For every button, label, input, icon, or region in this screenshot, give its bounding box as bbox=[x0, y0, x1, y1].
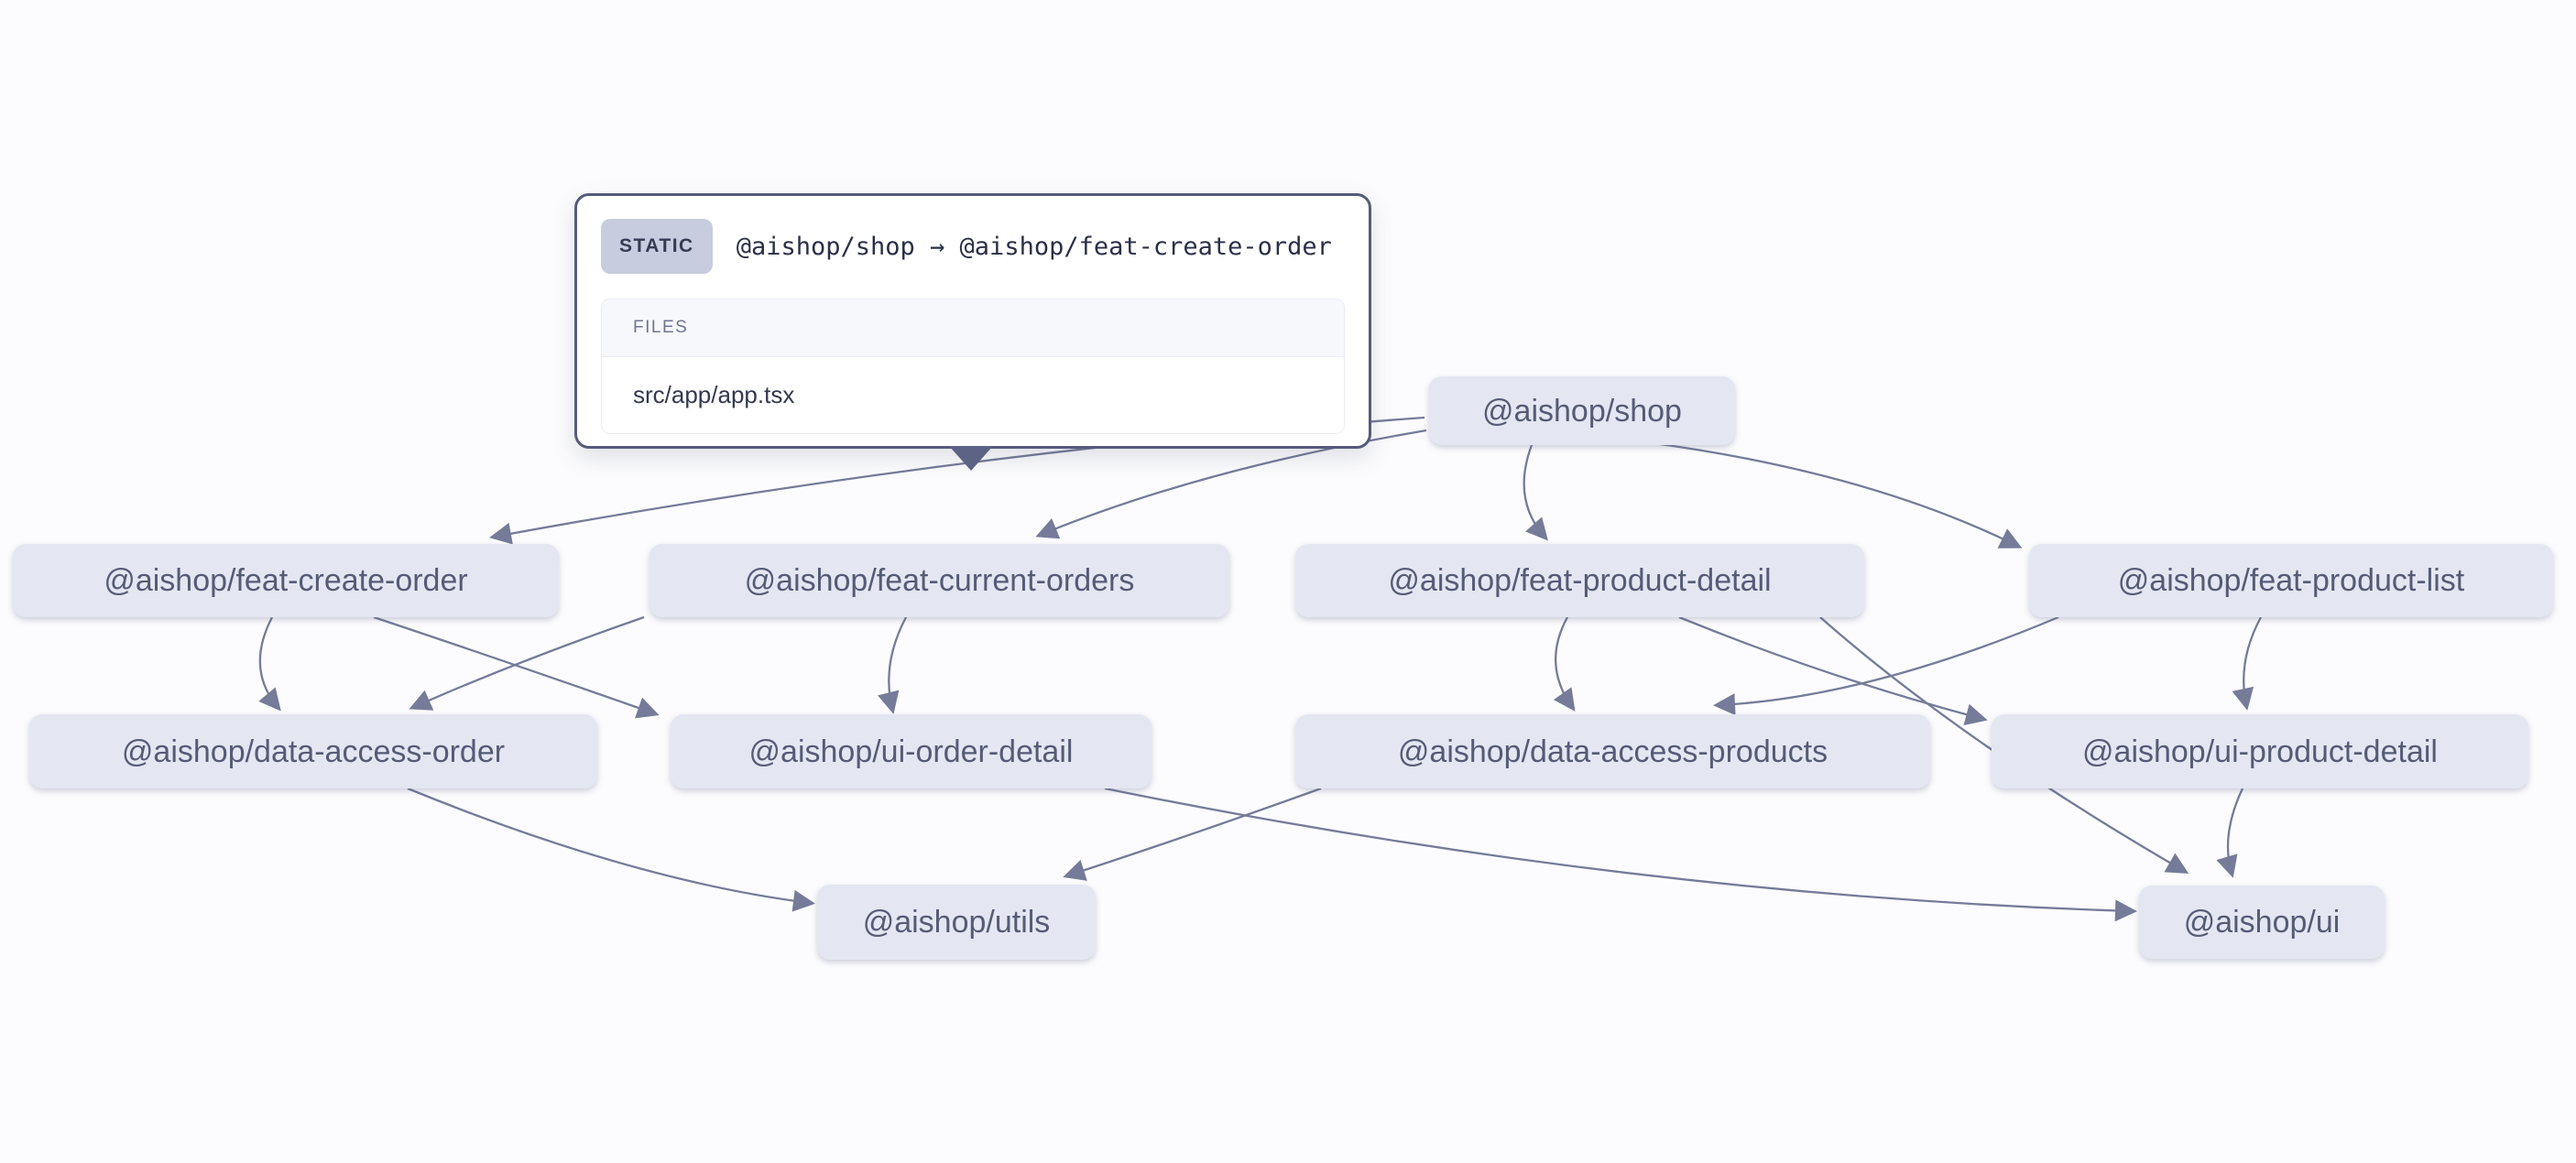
tooltip-files-panel: FILES src/app/app.tsx bbox=[601, 299, 1345, 434]
graph-node-data-access-order[interactable]: @aishop/data-access-order bbox=[29, 714, 597, 788]
tooltip-files-header: FILES bbox=[602, 299, 1344, 357]
edge-data-access-order--utils[interactable] bbox=[407, 787, 815, 912]
graph-node-data-access-products[interactable]: @aishop/data-access-products bbox=[1295, 714, 1930, 788]
edge-tooltip: STATIC @aishop/shop → @aishop/feat-creat… bbox=[574, 193, 1371, 449]
edge-feat-current-orders--data-access-order[interactable] bbox=[409, 615, 645, 711]
tooltip-file-item: src/app/app.tsx bbox=[602, 357, 1344, 433]
edge-type-badge: STATIC bbox=[601, 219, 713, 274]
tooltip-edge-label: @aishop/shop → @aishop/feat-create-order bbox=[736, 232, 1332, 261]
edge-ui-product-detail--ui[interactable] bbox=[2216, 788, 2244, 878]
tooltip-header: STATIC @aishop/shop → @aishop/feat-creat… bbox=[601, 218, 1345, 275]
edge-feat-product-detail--ui[interactable] bbox=[1819, 616, 2189, 875]
graph-node-feat-product-list[interactable]: @aishop/feat-product-list bbox=[2029, 544, 2553, 617]
edge-ui-order-detail--ui[interactable] bbox=[1104, 787, 2137, 922]
graph-node-ui-order-detail[interactable]: @aishop/ui-order-detail bbox=[671, 714, 1152, 788]
edge-feat-product-detail--data-access-products[interactable] bbox=[1553, 616, 1576, 712]
edge-feat-product-detail--ui-product-detail[interactable] bbox=[1678, 615, 1988, 725]
edge-shop--feat-product-list[interactable] bbox=[1653, 441, 2023, 549]
graph-node-ui[interactable]: @aishop/ui bbox=[2139, 886, 2385, 959]
tooltip-caret-icon bbox=[949, 446, 993, 471]
edge-feat-create-order--ui-order-detail[interactable] bbox=[373, 615, 660, 719]
graph-node-feat-current-orders[interactable]: @aishop/feat-current-orders bbox=[649, 544, 1229, 617]
graph-node-utils[interactable]: @aishop/utils bbox=[817, 885, 1096, 960]
tooltip-file-list: src/app/app.tsx bbox=[602, 357, 1344, 433]
graph-node-ui-product-detail[interactable]: @aishop/ui-product-detail bbox=[1992, 714, 2528, 788]
graph-node-feat-create-order[interactable]: @aishop/feat-create-order bbox=[13, 544, 559, 617]
edge-feat-current-orders--ui-order-detail[interactable] bbox=[878, 616, 908, 714]
edge-data-access-products--utils[interactable] bbox=[1063, 787, 1322, 881]
edge-shop--feat-product-detail[interactable] bbox=[1523, 444, 1548, 541]
edge-feat-create-order--data-access-order[interactable] bbox=[258, 616, 281, 712]
graph-node-feat-product-detail[interactable]: @aishop/feat-product-detail bbox=[1295, 544, 1864, 617]
edge-feat-product-list--ui-product-detail[interactable] bbox=[2232, 616, 2263, 711]
edge-feat-product-list--data-access-products[interactable] bbox=[1713, 615, 2059, 716]
graph-node-shop[interactable]: @aishop/shop bbox=[1429, 376, 1735, 445]
